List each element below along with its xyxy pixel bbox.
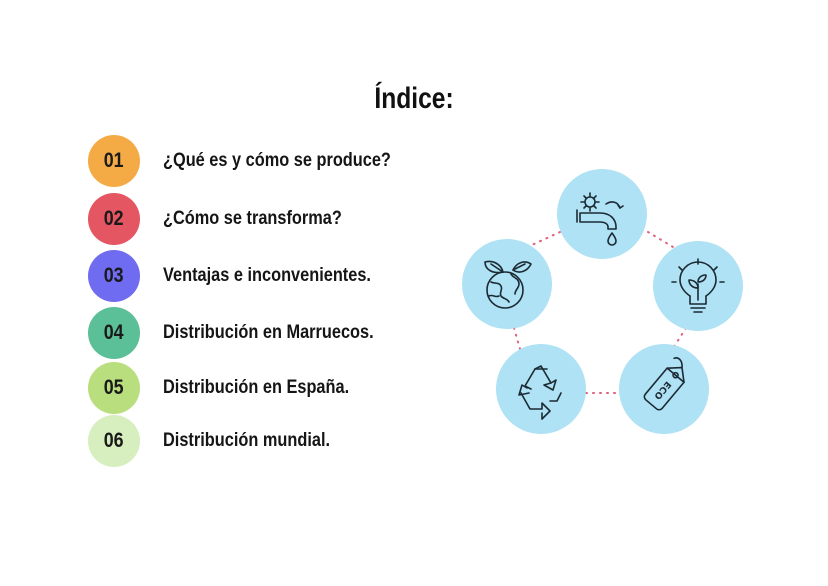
connector-line <box>513 327 523 357</box>
icon-circle <box>496 344 586 434</box>
index-number: 01 <box>104 149 124 172</box>
eco-cycle-diagram: ECO <box>462 169 743 434</box>
index-item-label: Distribución en Marruecos. <box>163 322 374 343</box>
index-item-06: 06 Distribución mundial. <box>88 415 357 467</box>
index-item-label: Ventajas e inconvenientes. <box>163 265 371 286</box>
connector-line <box>647 231 689 257</box>
index-item-label: Distribución en España. <box>163 377 350 398</box>
index-item-label: ¿Cómo se transforma? <box>163 208 342 229</box>
index-number-badge: 05 <box>88 362 140 414</box>
index-item-02: 02 ¿Cómo se transforma? <box>88 193 371 245</box>
page-title: Índice: <box>374 82 454 115</box>
index-number: 06 <box>104 429 124 452</box>
earth-leaves-icon <box>484 260 532 309</box>
recycle-icon <box>518 365 562 420</box>
icon-circle <box>557 169 647 259</box>
index-number-badge: 03 <box>88 250 140 302</box>
oil-tap-gear-icon <box>576 192 624 246</box>
index-item-05: 05 Distribución en España. <box>88 362 379 414</box>
index-item-label: Distribución mundial. <box>163 430 331 451</box>
index-number: 02 <box>104 207 124 230</box>
index-number-badge: 04 <box>88 307 140 359</box>
index-number: 04 <box>104 321 124 344</box>
index-number: 03 <box>104 264 124 287</box>
index-item-label: ¿Qué es y cómo se produce? <box>163 150 391 171</box>
index-item-01: 01 ¿Qué es y cómo se produce? <box>88 135 428 187</box>
index-number-badge: 01 <box>88 135 140 187</box>
index-item-04: 04 Distribución en Marruecos. <box>88 307 408 359</box>
lightbulb-plant-icon <box>671 258 725 313</box>
icon-circle <box>462 239 552 329</box>
connector-line <box>507 231 561 257</box>
index-number: 05 <box>104 376 124 399</box>
index-number-badge: 02 <box>88 193 140 245</box>
index-number-badge: 06 <box>88 415 140 467</box>
index-item-03: 03 Ventajas e inconvenientes. <box>88 250 405 302</box>
icon-circle <box>619 344 709 434</box>
